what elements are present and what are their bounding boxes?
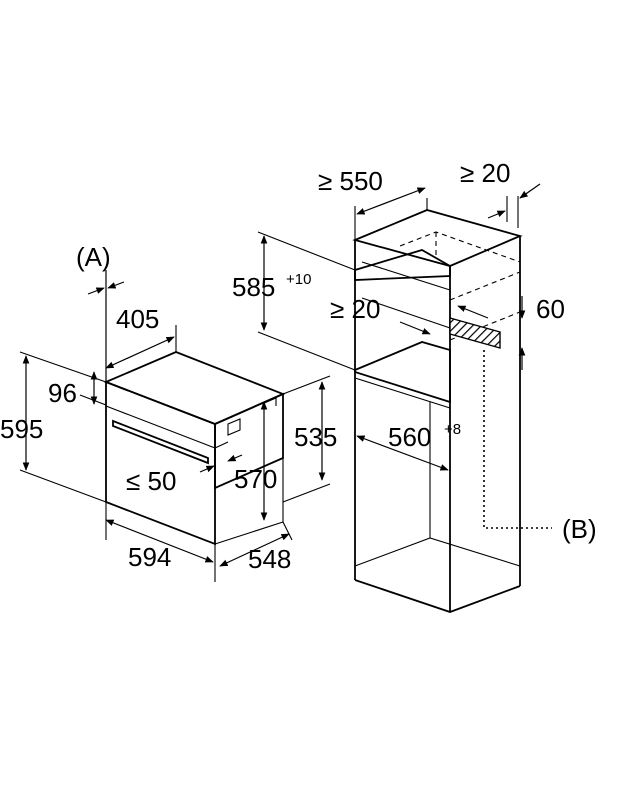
callout-a: (A) bbox=[76, 242, 111, 272]
side-bracket bbox=[227, 418, 241, 436]
label-594: 594 bbox=[128, 542, 171, 572]
arrow-20-mid-2 bbox=[457, 305, 489, 319]
dim-line-560 bbox=[356, 435, 449, 471]
label-560: 560 bbox=[388, 422, 431, 452]
ext-585-top bbox=[257, 231, 356, 271]
label-ge550: ≥ 550 bbox=[318, 166, 383, 196]
cabinet-drawing bbox=[352, 198, 523, 613]
ext-548 bbox=[282, 521, 293, 541]
label-560-tolerance: +8 bbox=[444, 421, 461, 438]
label-ge20-mid: ≥ 20 bbox=[330, 294, 380, 324]
arrow-20-right bbox=[519, 183, 541, 199]
oven-shelf-front bbox=[354, 377, 451, 409]
label-585: 585 bbox=[232, 272, 275, 302]
mid-rail bbox=[361, 297, 451, 329]
leader-b bbox=[483, 350, 552, 529]
label-le50: ≤ 50 bbox=[126, 466, 176, 496]
hidden-rear-1 bbox=[449, 271, 521, 301]
dim-line-550 bbox=[356, 187, 426, 215]
arrow-a-left bbox=[87, 287, 105, 295]
label-585-tolerance: +10 bbox=[286, 271, 311, 288]
label-60: 60 bbox=[536, 294, 565, 324]
ext-585-bot bbox=[257, 331, 356, 371]
arrow-50-left bbox=[199, 465, 215, 473]
oven-dimensions bbox=[19, 270, 331, 582]
dim-line-548 bbox=[219, 533, 290, 567]
control-panel-edge bbox=[105, 405, 216, 449]
cabinet-plinth bbox=[354, 537, 521, 567]
oven-door-handle bbox=[112, 419, 209, 465]
oven-housing-back bbox=[214, 457, 284, 545]
cabinet-dimensions bbox=[257, 183, 552, 529]
oven-top-face bbox=[103, 351, 286, 425]
label-96: 96 bbox=[48, 378, 77, 408]
dim-line-594 bbox=[105, 519, 214, 563]
arrow-50-right bbox=[227, 454, 243, 462]
label-405: 405 bbox=[116, 304, 159, 334]
ext-535-bot bbox=[282, 483, 331, 503]
ventilation-opening bbox=[449, 317, 501, 349]
label-570: 570 bbox=[234, 464, 277, 494]
arrow-a-right bbox=[107, 281, 125, 289]
label-548: 548 bbox=[248, 544, 291, 574]
label-595: 595 bbox=[0, 414, 43, 444]
oven-drawing bbox=[103, 351, 286, 546]
cabinet-top bbox=[352, 209, 523, 267]
upper-shelf bbox=[354, 249, 451, 281]
label-535: 535 bbox=[294, 422, 337, 452]
ext-535-top bbox=[282, 375, 331, 395]
oven-shelf bbox=[354, 341, 451, 404]
ext-96 bbox=[79, 394, 107, 406]
arrow-20-left bbox=[487, 210, 506, 219]
ext-595-top bbox=[19, 351, 107, 383]
ext-595-bot bbox=[19, 469, 107, 503]
door-edge bbox=[214, 441, 229, 449]
cabinet-bottom bbox=[354, 579, 521, 613]
label-ge20-top: ≥ 20 bbox=[460, 158, 510, 188]
dim-line-405 bbox=[105, 336, 175, 369]
callout-b: (B) bbox=[562, 514, 597, 544]
arrow-20-mid bbox=[399, 321, 431, 335]
oven-front-face bbox=[105, 380, 216, 546]
upper-shelf-edge bbox=[361, 261, 451, 291]
